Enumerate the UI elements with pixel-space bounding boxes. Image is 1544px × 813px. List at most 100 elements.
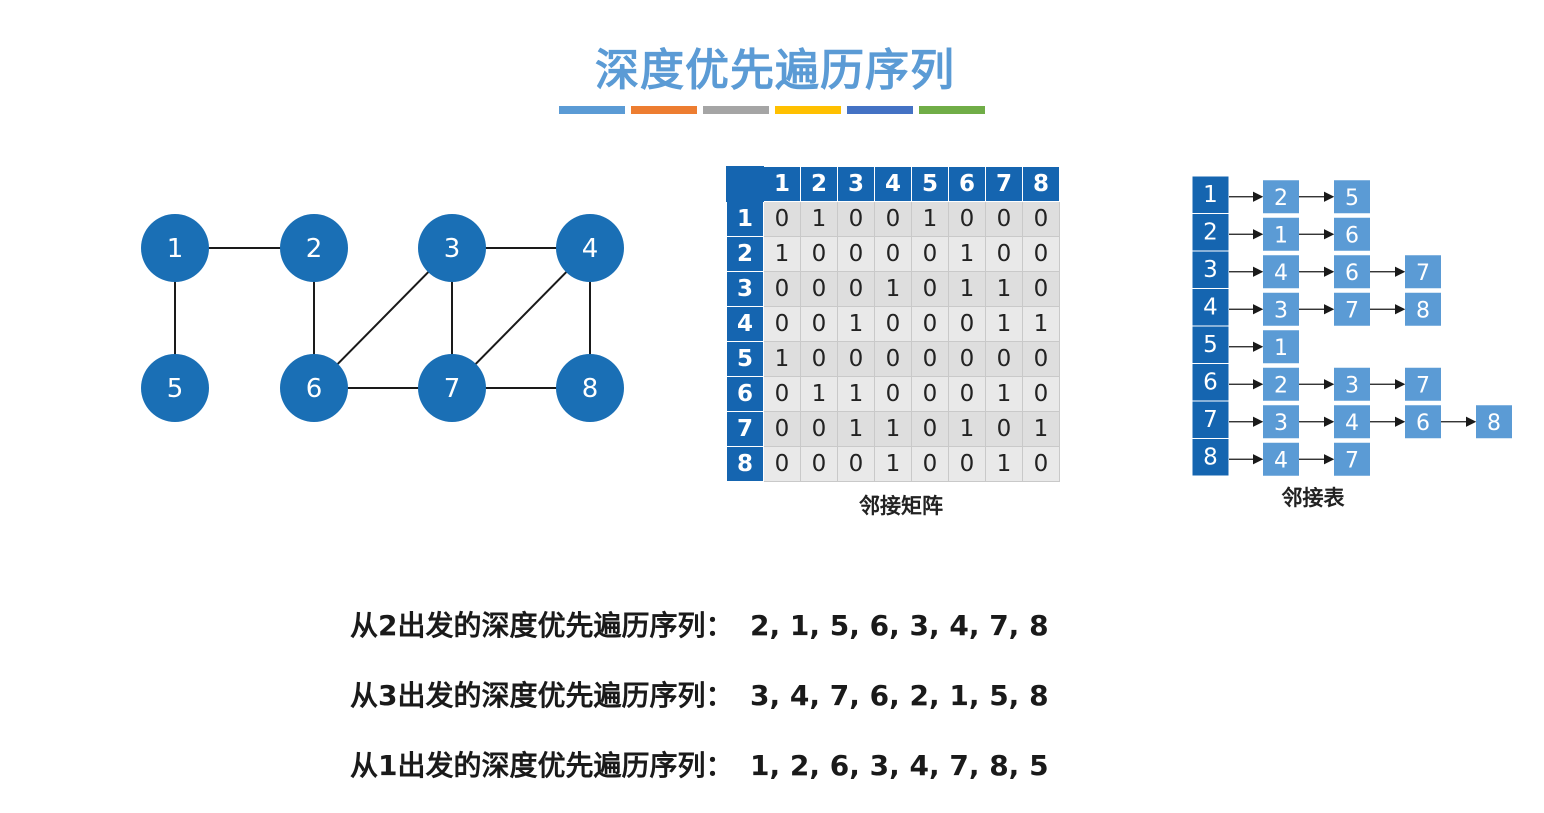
adjacency-list-node-label: 7: [1345, 448, 1359, 473]
adjacency-list-head: [1191, 400, 1230, 439]
matrix-cell: 0: [874, 236, 912, 272]
matrix-cell: 0: [948, 306, 986, 342]
graph-node-6: [280, 354, 348, 422]
matrix-cell: 1: [837, 306, 875, 342]
adjacency-list-node-label: 2: [1274, 186, 1288, 211]
adjacency-list-node: [1334, 405, 1370, 439]
graph-node-7: [418, 354, 486, 422]
matrix-caption: 邻接矩阵: [859, 494, 943, 518]
adjacency-list-node: [1334, 180, 1370, 214]
matrix-cell: 0: [763, 271, 801, 307]
matrix-cell: 0: [948, 201, 986, 237]
matrix-cell: 0: [1022, 446, 1060, 482]
adjacency-list-node: [1263, 217, 1299, 251]
adjacency-list-node-label: 8: [1416, 298, 1430, 323]
dfs-sequence-from-1: 从1出发的深度优先遍历序列：1, 2, 6, 3, 4, 7, 8, 5: [350, 744, 1049, 784]
adjacency-list-node-label: 1: [1274, 336, 1288, 361]
graph-node-label: 1: [167, 234, 184, 264]
adjacency-list-node-label: 7: [1416, 261, 1430, 286]
page-title: 深度优先遍历序列: [595, 45, 955, 96]
adjacency-list-node-label: 3: [1274, 298, 1288, 323]
matrix-cell: 0: [911, 341, 949, 377]
adjacency-list-head: [1191, 363, 1230, 402]
adjacency-list-caption: 邻接表: [1281, 486, 1345, 510]
adjacency-list-node-label: 6: [1345, 261, 1359, 286]
matrix-column-header: 5: [911, 166, 949, 202]
matrix-cell: 0: [1022, 376, 1060, 412]
adjacency-list-node: [1405, 367, 1441, 401]
adjacency-list-head: [1191, 213, 1230, 252]
adjacency-list-head-label: 6: [1203, 370, 1218, 396]
matrix-row-header: 3: [726, 271, 764, 307]
adjacency-list-node: [1263, 442, 1299, 476]
adjacency-list-node-label: 6: [1345, 223, 1359, 248]
matrix-cell: 0: [837, 271, 875, 307]
matrix-cell: 0: [948, 446, 986, 482]
adjacency-list-node: [1334, 255, 1370, 289]
adjacency-list-head-label: 4: [1203, 295, 1218, 321]
graph-node-label: 2: [306, 234, 323, 264]
accent-bar-1: [559, 106, 625, 114]
graph-node-2: [280, 214, 348, 282]
dfs-sequence-value: 3, 4, 7, 6, 2, 1, 5, 8: [750, 679, 1049, 712]
matrix-row-header: 2: [726, 236, 764, 272]
adjacency-list-node: [1476, 405, 1512, 439]
matrix-cell: 1: [874, 411, 912, 447]
matrix-row-header: 5: [726, 341, 764, 377]
matrix-cell: 1: [985, 446, 1023, 482]
matrix-cell: 0: [837, 201, 875, 237]
dfs-sequence-label: 从3出发的深度优先遍历序列：: [350, 679, 734, 712]
graph-node-8: [556, 354, 624, 422]
matrix-cell: 0: [1022, 236, 1060, 272]
matrix-cell: 0: [911, 306, 949, 342]
matrix-cell: 0: [1022, 271, 1060, 307]
adjacency-list-node-label: 4: [1274, 448, 1288, 473]
matrix-cell: 1: [911, 201, 949, 237]
matrix-cell: 0: [763, 376, 801, 412]
adjacency-list-node: [1334, 367, 1370, 401]
matrix-cell: 0: [1022, 341, 1060, 377]
matrix-cell: 0: [763, 306, 801, 342]
matrix-corner: [726, 166, 764, 202]
graph-node-label: 8: [582, 374, 599, 404]
graph-node-label: 6: [306, 374, 323, 404]
matrix-cell: 0: [1022, 201, 1060, 237]
matrix-column-header: 8: [1022, 166, 1060, 202]
matrix-cell: 0: [763, 411, 801, 447]
graph-node-label: 3: [444, 234, 461, 264]
matrix-cell: 0: [948, 341, 986, 377]
matrix-column-header: 4: [874, 166, 912, 202]
matrix-cell: 0: [837, 446, 875, 482]
accent-bar-3: [703, 106, 769, 114]
adjacency-list-node: [1334, 217, 1370, 251]
adjacency-list-node: [1334, 442, 1370, 476]
matrix-cell: 1: [948, 271, 986, 307]
adjacency-list-head-label: 2: [1203, 220, 1218, 246]
graph-node-label: 7: [444, 374, 461, 404]
adjacency-list-node-label: 8: [1487, 411, 1501, 436]
matrix-cell: 0: [800, 236, 838, 272]
adjacency-list-head: [1191, 175, 1230, 214]
matrix-column-header: 7: [985, 166, 1023, 202]
graph-node-label: 5: [167, 374, 184, 404]
adjacency-list-node: [1334, 292, 1370, 326]
matrix-cell: 1: [837, 411, 875, 447]
matrix-cell: 0: [911, 376, 949, 412]
matrix-cell: 1: [874, 446, 912, 482]
matrix-row-header: 4: [726, 306, 764, 342]
matrix-cell: 1: [800, 201, 838, 237]
adjacency-list-head: [1191, 288, 1230, 327]
dfs-sequence-from-3: 从3出发的深度优先遍历序列： 3, 4, 7, 6, 2, 1, 5, 8: [350, 674, 1049, 714]
adjacency-list-node-label: 4: [1274, 261, 1288, 286]
matrix-cell: 1: [1022, 306, 1060, 342]
matrix-column-header: 3: [837, 166, 875, 202]
matrix-cell: 0: [874, 306, 912, 342]
matrix-cell: 0: [985, 411, 1023, 447]
matrix-cell: 0: [800, 411, 838, 447]
